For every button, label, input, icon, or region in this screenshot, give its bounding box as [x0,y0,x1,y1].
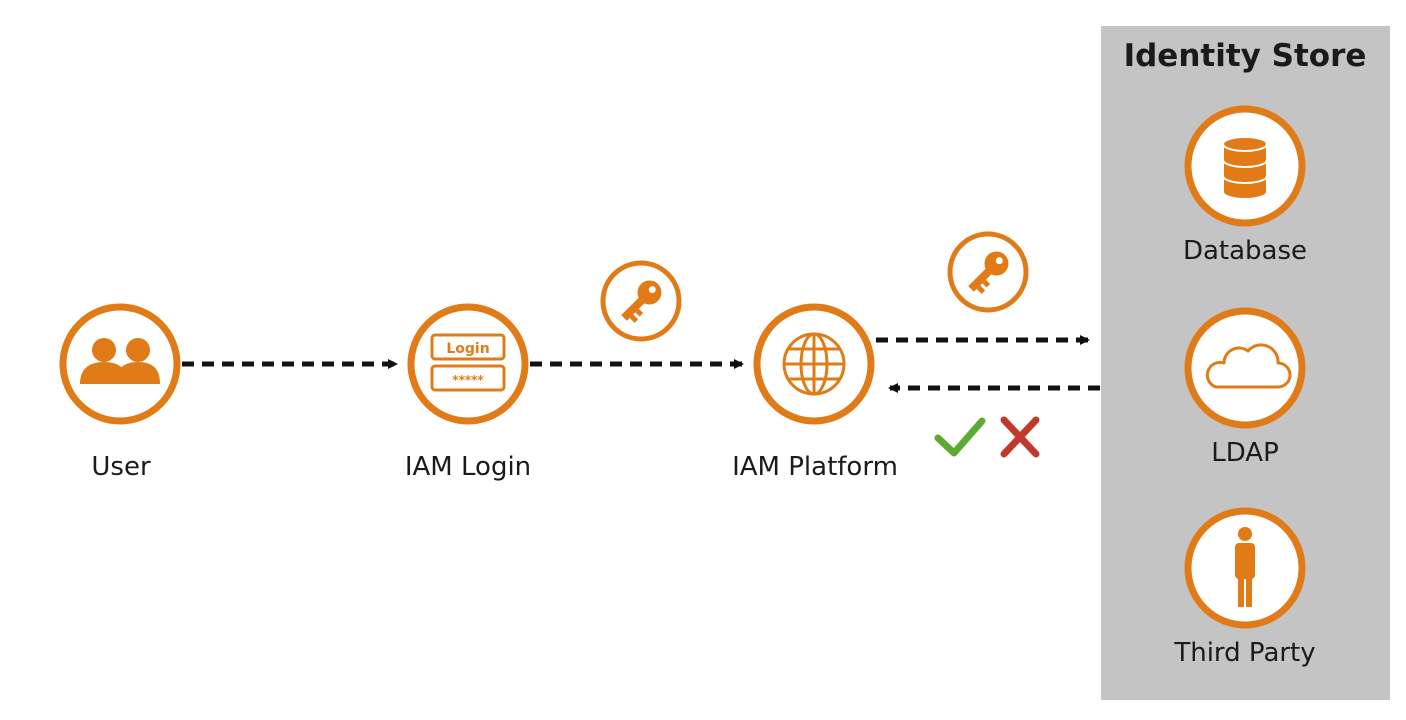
user-label: User [91,452,151,482]
iam-login-label: IAM Login [404,452,532,482]
checkmark-icon [934,417,986,457]
ldap-node [1184,307,1306,429]
identity-store-title: Identity Store [1123,38,1367,74]
ldap-label: LDAP [1211,438,1279,468]
cloud-icon [1205,343,1292,389]
person-icon [1235,527,1255,607]
database-node [1184,105,1306,227]
x-icon [1000,416,1040,458]
login-field-label: Login [446,341,489,357]
login-form-icon: Login ***** [430,333,506,392]
iam-platform-label: IAM Platform [732,452,898,482]
database-label: Database [1182,236,1308,266]
key-icon [621,280,662,323]
database-icon [1222,136,1268,200]
token-key-1 [600,260,682,342]
user-node [59,303,181,425]
third-party-node [1184,507,1306,629]
iam-platform-node [753,303,875,425]
globe-icon [782,332,846,396]
third-party-label: Third Party [1174,638,1316,668]
password-mask: ***** [452,373,484,387]
token-key-2 [947,231,1029,313]
iam-login-node: Login ***** [407,303,529,425]
key-icon [968,251,1009,294]
users-icon [80,338,160,384]
